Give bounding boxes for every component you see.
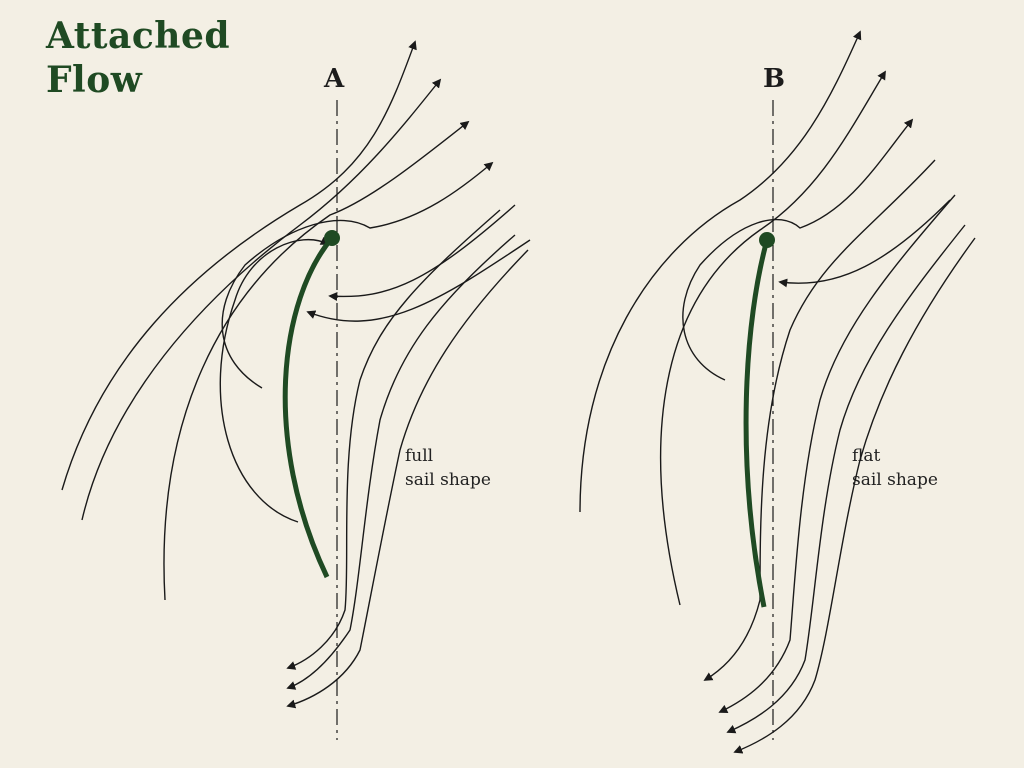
panel-a-streamline [286, 249, 529, 709]
panel-a-caption: full sail shape [405, 444, 491, 492]
panel-b-streamline [733, 237, 976, 754]
panel-a-streamline [328, 204, 516, 301]
panel-a-streamline [221, 161, 494, 389]
panel-b-streamline [726, 224, 966, 734]
panel-b-streamline [703, 159, 936, 681]
panel-b-label: B [763, 64, 785, 94]
panel-b-mast [759, 232, 775, 248]
panel-a-caption-line-1: full [405, 446, 434, 466]
panel-b [579, 30, 976, 754]
panel-a-streamline [306, 239, 531, 322]
panel-a-streamline [163, 120, 470, 601]
panel-a-streamline [81, 78, 442, 521]
panel-b-caption-line-2: sail shape [852, 470, 938, 490]
panel-a-streamline [286, 209, 501, 670]
panel-a-mast [324, 230, 340, 246]
panel-a-caption-line-2: sail shape [405, 470, 491, 490]
panel-a [61, 40, 531, 740]
title-line-1: Attached [46, 15, 231, 57]
panel-b-streamline [718, 194, 956, 713]
panel-a-streamline [219, 236, 330, 523]
panel-b-streamline [682, 118, 914, 381]
panel-b-streamline [660, 70, 886, 606]
diagram-title: Attached Flow [46, 14, 230, 102]
panel-a-label: A [324, 64, 345, 94]
panel-b-sail [743, 239, 770, 608]
panel-b-streamline [579, 30, 862, 513]
panel-a-streamline [286, 234, 516, 690]
panel-b-streamline [778, 199, 951, 288]
title-line-2: Flow [46, 59, 143, 101]
panel-a-sail [282, 236, 334, 579]
panel-a-streamline [61, 40, 417, 491]
